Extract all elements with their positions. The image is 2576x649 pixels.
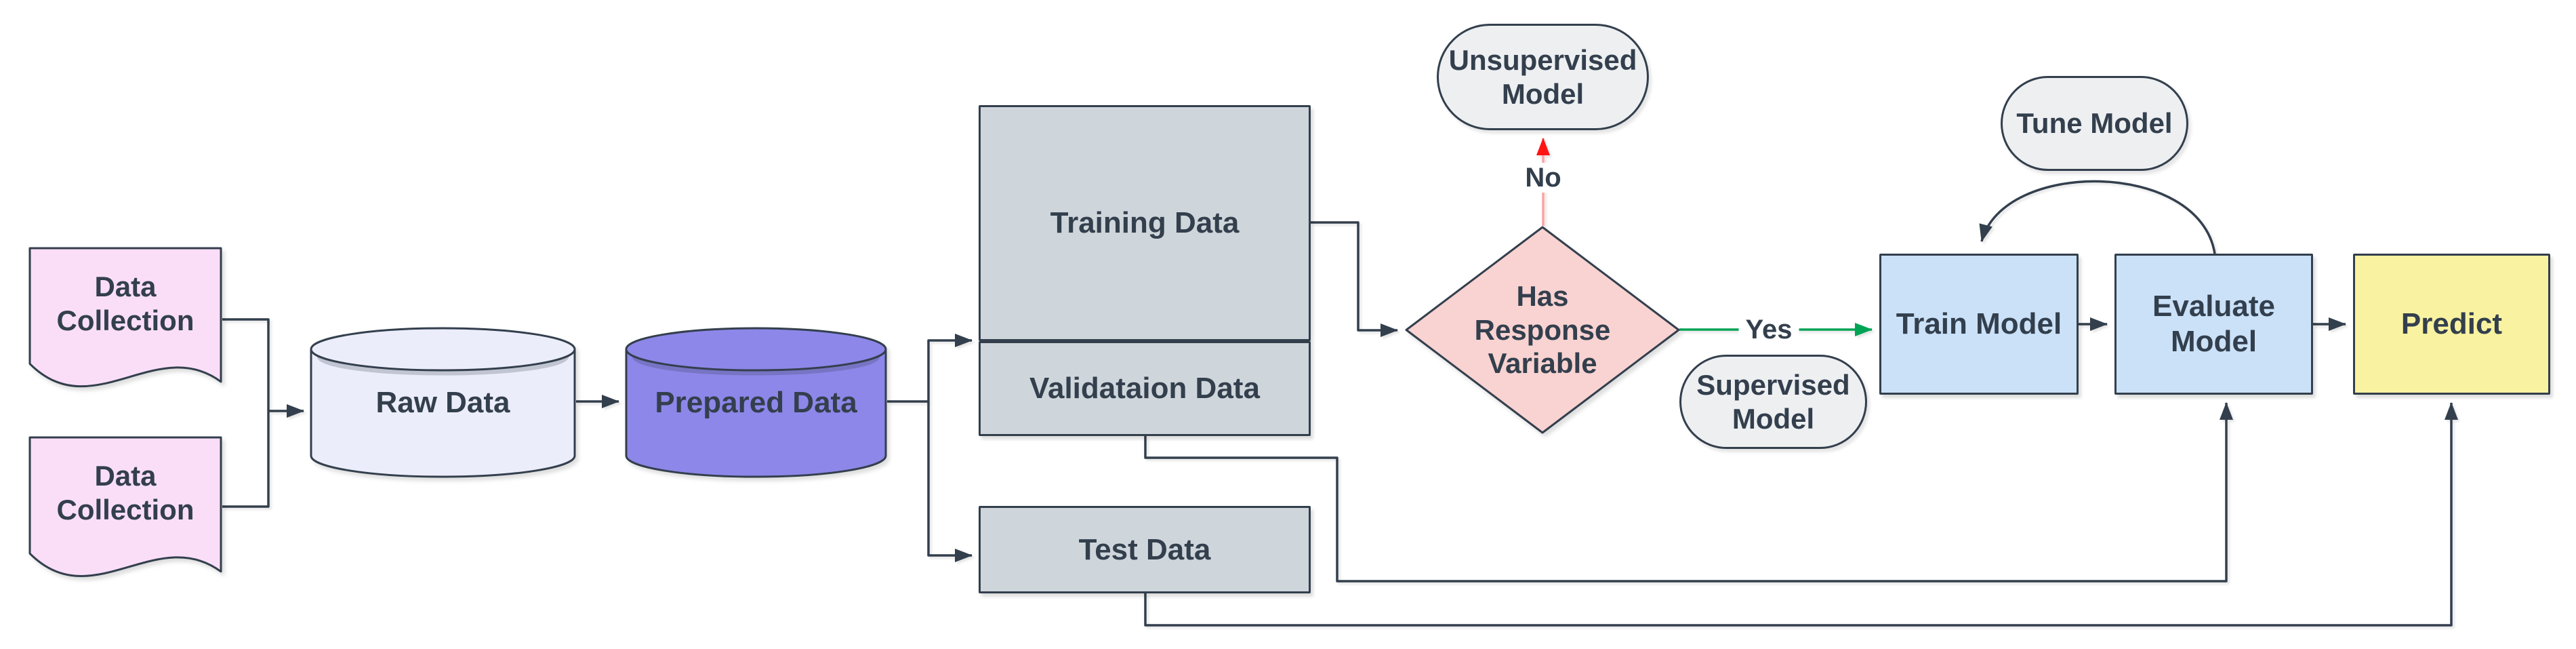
edge-training-to-diamond <box>1311 221 1398 337</box>
edge-validation-to-evaluate <box>1144 402 2233 583</box>
edge-test-to-predict <box>1144 402 2458 627</box>
edge-doc2-merge <box>222 411 270 508</box>
edge-doc1-merge <box>222 318 270 411</box>
edge-split-to-test <box>927 401 973 562</box>
edge-split-to-training <box>927 334 973 401</box>
edge-evaluate-tune-train-loop <box>1979 180 2216 254</box>
